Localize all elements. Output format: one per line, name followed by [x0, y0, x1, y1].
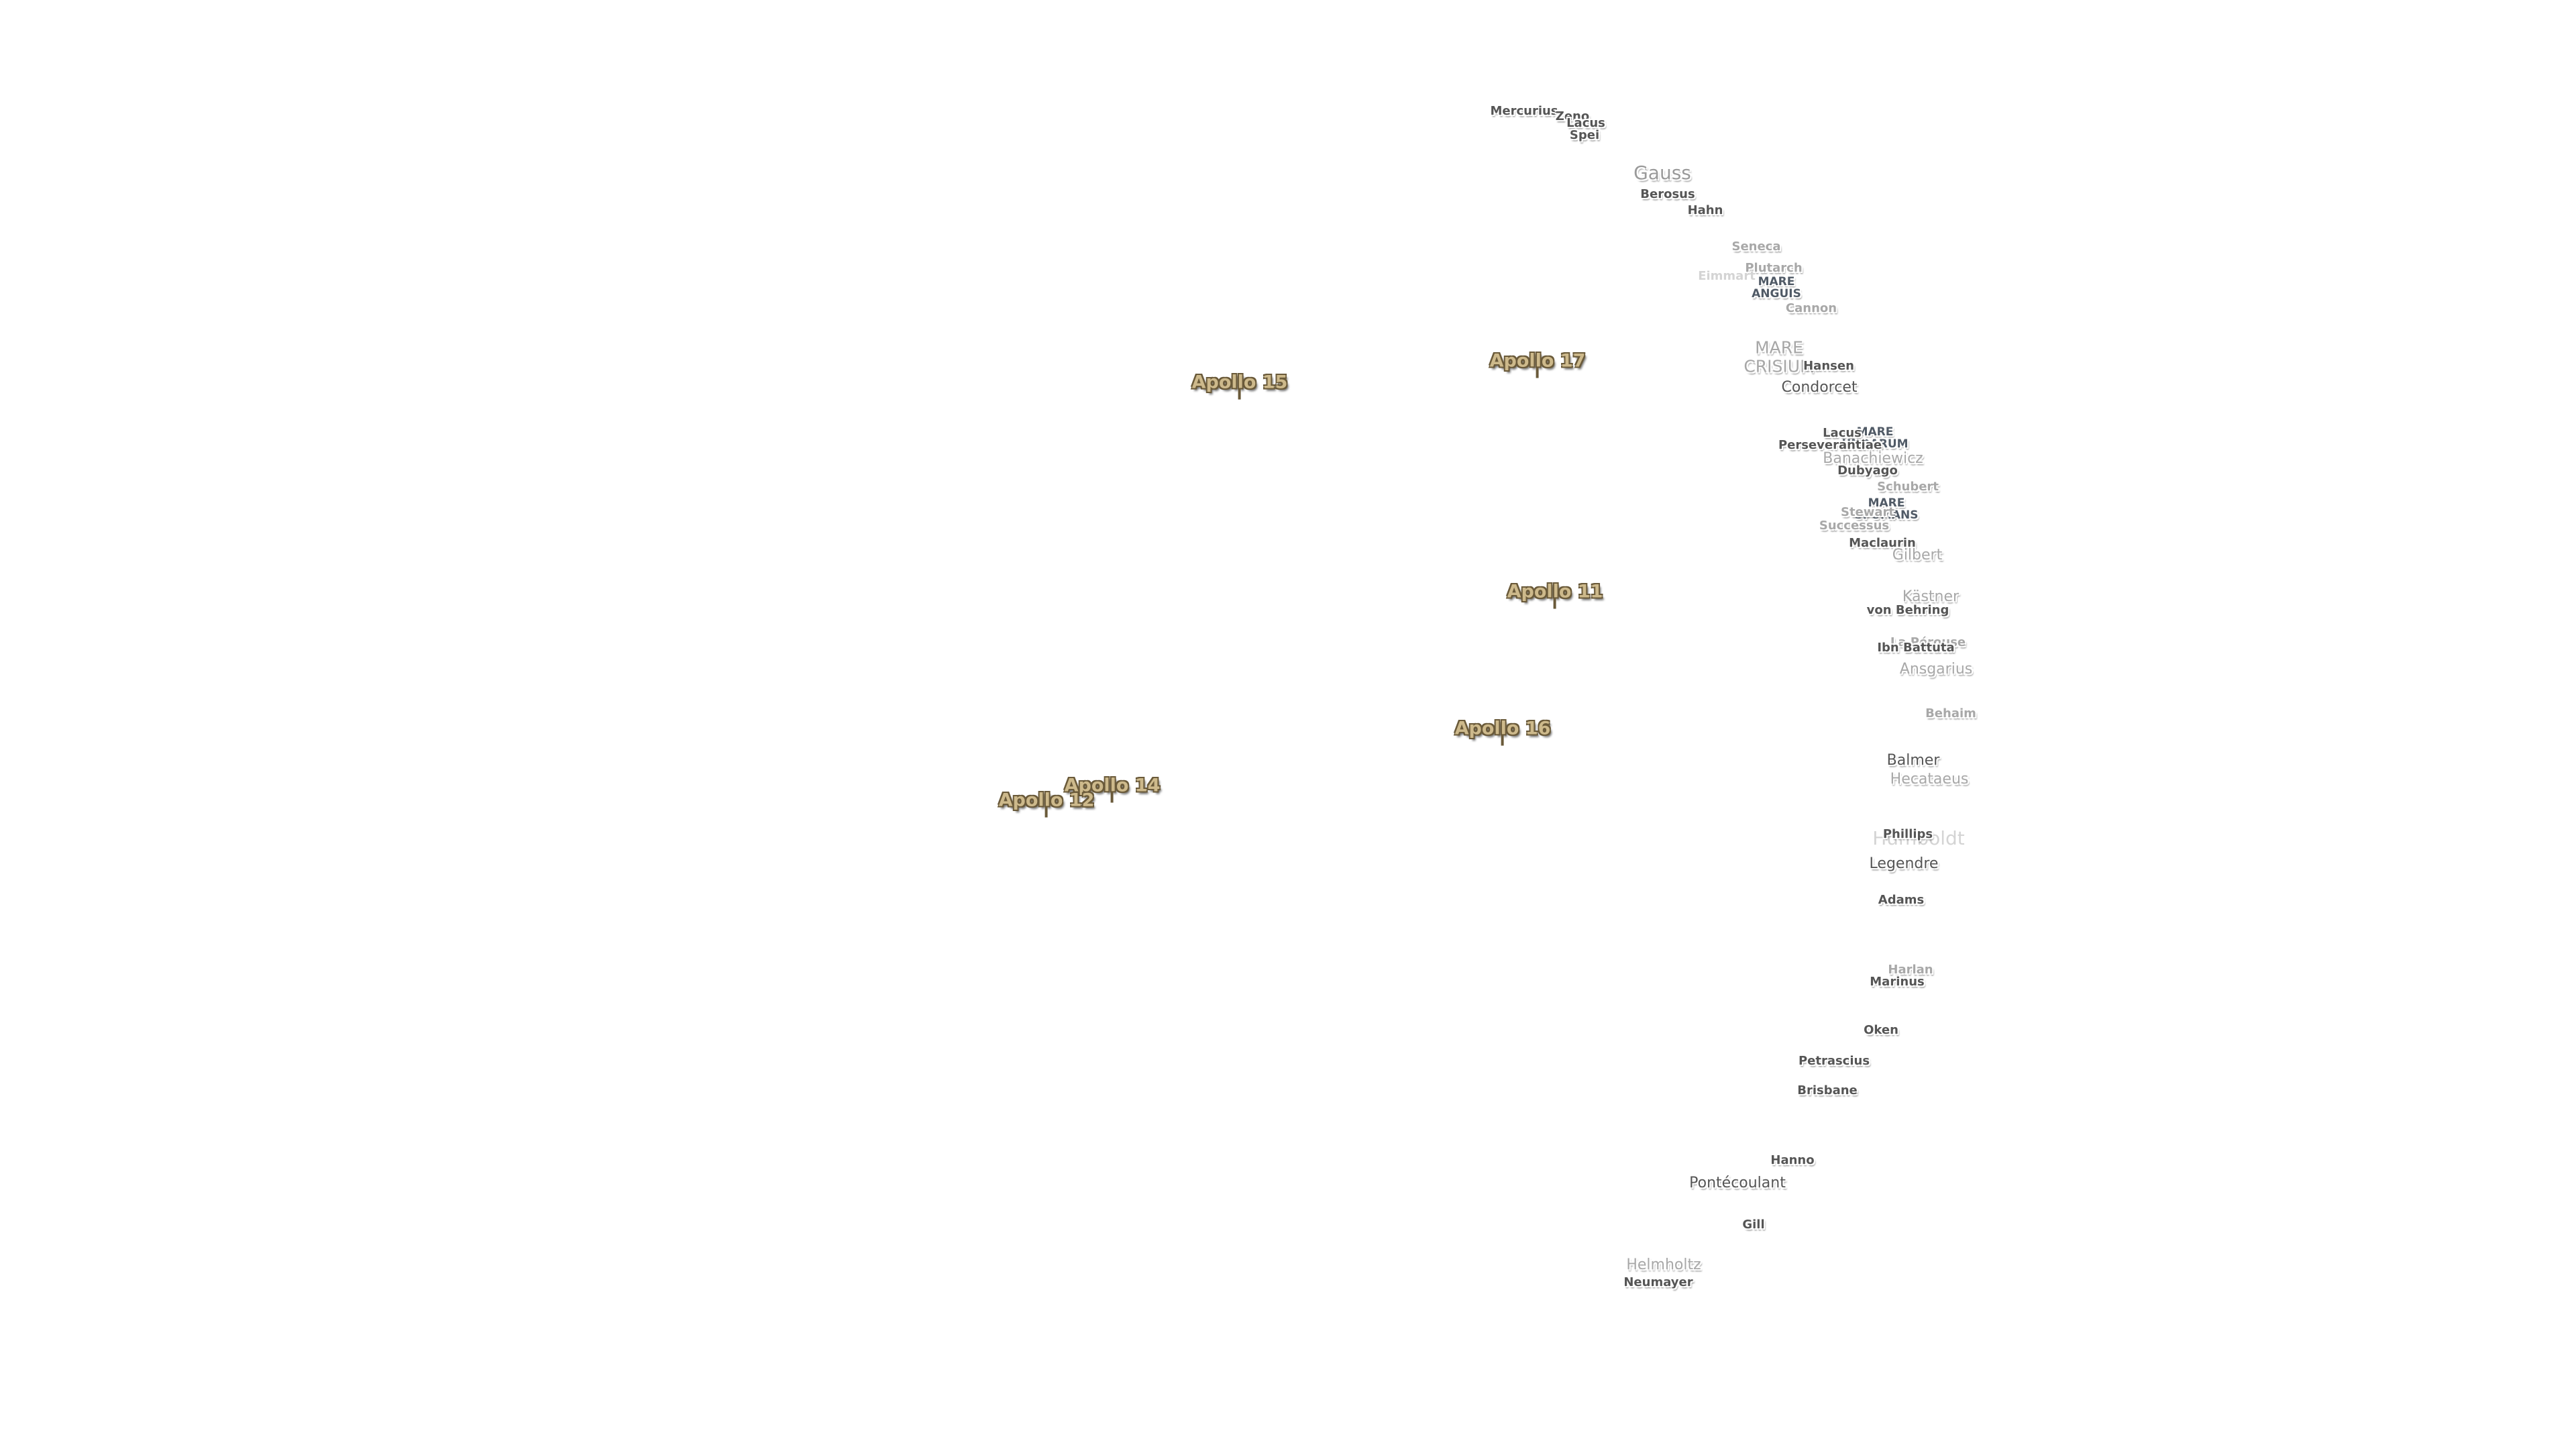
feature-label: Hansen — [1803, 359, 1854, 373]
apollo-12-marker — [1045, 806, 1048, 818]
apollo-15-site[interactable]: Apollo 15 — [1191, 372, 1288, 400]
feature-label: Pontécoulant — [1689, 1175, 1786, 1191]
apollo-12-site[interactable]: Apollo 12 — [998, 790, 1095, 818]
feature-label: Marinus — [1870, 975, 1925, 989]
feature-label: Balmer — [1886, 752, 1940, 769]
apollo-14-site[interactable]: Apollo 14 — [1064, 775, 1161, 803]
apollo-16-site[interactable]: Apollo 16 — [1454, 718, 1551, 746]
feature-label: Behaim — [1925, 706, 1976, 720]
feature-label: Gauss — [1633, 162, 1691, 184]
feature-label: Seneca — [1731, 239, 1781, 254]
feature-label: Gill — [1742, 1218, 1765, 1232]
apollo-14-label: Apollo 14 — [1064, 775, 1161, 796]
feature-label: Condorcet — [1781, 379, 1858, 396]
feature-label: Hanno — [1770, 1153, 1815, 1167]
feature-label: Harlan — [1888, 963, 1933, 977]
feature-label: Mercurius — [1490, 104, 1558, 118]
apollo-16-label: Apollo 16 — [1454, 718, 1551, 739]
feature-label: Hecataeus — [1890, 771, 1969, 788]
apollo-11-site[interactable]: Apollo 11 — [1507, 581, 1603, 609]
feature-label: Perseverantiae — [1778, 438, 1882, 452]
apollo-11-marker — [1554, 598, 1556, 609]
mare-anguis-label: MARE ANGUIS — [1752, 275, 1801, 301]
feature-label: Petrascius — [1798, 1054, 1870, 1068]
feature-label: Banachiewicz — [1823, 450, 1923, 467]
feature-label: Stewart — [1840, 505, 1895, 519]
apollo-14-marker — [1111, 792, 1114, 803]
feature-label: La Pérouse — [1890, 635, 1966, 649]
apollo-15-marker — [1238, 388, 1241, 400]
feature-label: Humboldt — [1872, 827, 1965, 849]
feature-label: Successus — [1819, 519, 1890, 533]
feature-label: Berosus — [1640, 187, 1695, 201]
apollo-12-label: Apollo 12 — [998, 790, 1095, 811]
feature-label: Hahn — [1687, 203, 1723, 217]
feature-label: Eimmart — [1698, 269, 1756, 283]
feature-label: Spei — [1569, 128, 1600, 142]
feature-label: Lacus — [1823, 426, 1862, 440]
feature-label: Lacus — [1566, 116, 1605, 130]
feature-label: Zeno — [1555, 109, 1590, 123]
feature-label: Adams — [1878, 893, 1925, 907]
apollo-17-label: Apollo 17 — [1489, 350, 1586, 372]
feature-label: Gilbert — [1892, 547, 1943, 564]
feature-label: Plutarch — [1745, 261, 1803, 275]
mare-undarum-label: MARE UNDARUM — [1841, 425, 1909, 451]
feature-label: Ibn Battuta — [1877, 641, 1955, 655]
mare-crisium-label: MARE CRISIUM — [1743, 337, 1815, 376]
feature-label: von Behring — [1866, 603, 1949, 617]
apollo-11-label: Apollo 11 — [1507, 581, 1603, 602]
apollo-16-marker — [1501, 735, 1504, 746]
feature-label: Cannon — [1785, 301, 1837, 315]
feature-label: Kästner — [1902, 588, 1960, 605]
feature-label: Helmholtz — [1626, 1256, 1701, 1273]
feature-label: Schubert — [1877, 480, 1939, 494]
feature-label: Legendre — [1869, 855, 1939, 872]
feature-label: Brisbane — [1797, 1083, 1858, 1097]
feature-label: Neumayer — [1623, 1275, 1693, 1289]
feature-label: Phillips — [1882, 827, 1933, 841]
feature-label: Oken — [1864, 1023, 1898, 1037]
feature-label: Maclaurin — [1849, 536, 1916, 550]
mare-spumans-label: MARE SPUMANS — [1854, 496, 1919, 522]
apollo-17-marker — [1536, 367, 1539, 378]
apollo-17-site[interactable]: Apollo 17 — [1489, 350, 1586, 378]
apollo-15-label: Apollo 15 — [1191, 372, 1288, 393]
feature-label: Ansgarius — [1899, 661, 1973, 678]
feature-label: Dubyago — [1837, 464, 1898, 478]
